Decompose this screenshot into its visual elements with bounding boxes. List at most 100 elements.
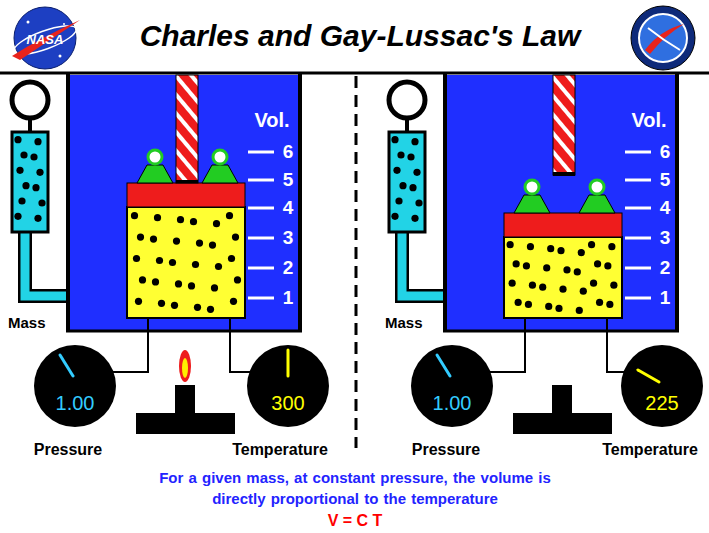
gas-cylinder-hot: [148, 150, 162, 164]
gauge-label: Temperature: [232, 441, 328, 459]
gauge-face: [411, 345, 493, 427]
gauge-face: [621, 345, 703, 427]
molecule: [36, 169, 43, 176]
gas-cylinder-hot: [127, 207, 245, 318]
logo-text: NASA: [27, 33, 64, 48]
molecule: [576, 307, 583, 314]
molecule: [578, 249, 585, 256]
volume-scale: [248, 152, 274, 298]
nasa-logo: [11, 7, 80, 69]
molecule: [507, 241, 514, 248]
water-tank: [66, 73, 70, 332]
gauge-needle: [437, 355, 450, 376]
molecule: [515, 299, 522, 306]
mass-apparatus: [28, 119, 32, 132]
molecule: [606, 301, 613, 308]
exploration-logo: [639, 14, 687, 62]
gas-cylinder-cold: [553, 75, 575, 175]
molecule: [590, 280, 597, 287]
scale-number: 4: [660, 197, 671, 219]
gauge-dial: [246, 344, 330, 428]
volume-scale: [248, 237, 274, 240]
gas-cylinder-cold: [525, 180, 539, 194]
gas-cylinder-cold: [590, 180, 604, 194]
gauge-needle: [287, 350, 290, 376]
molecule: [32, 184, 39, 191]
gas-cylinder-hot: [202, 165, 238, 183]
volume-scale: [248, 267, 274, 270]
molecule: [131, 212, 138, 219]
flame: [179, 350, 191, 382]
molecule: [391, 136, 398, 143]
gauge-wires: [112, 318, 148, 372]
molecule: [563, 266, 570, 273]
pressure-gauge: 1.00Pressure: [33, 344, 117, 428]
molecule: [171, 302, 178, 309]
caption: For a given mass, at constant pressure, …: [135, 467, 575, 509]
molecule: [22, 182, 29, 189]
scale-number: 5: [660, 169, 671, 191]
gauge-label: Pressure: [412, 441, 481, 459]
molecule: [207, 306, 214, 313]
molecule: [604, 262, 611, 269]
gas-cylinder-cold: [553, 172, 575, 176]
volume-scale: [248, 207, 274, 210]
scale-number: 5: [283, 169, 294, 191]
molecule: [152, 278, 159, 285]
molecule: [411, 138, 418, 145]
volume-scale: [248, 179, 274, 182]
molecule: [38, 199, 45, 206]
gas-cylinder-cold: [504, 213, 622, 237]
molecule: [196, 240, 203, 247]
gas-cylinder-cold: [514, 195, 550, 213]
gas-cylinder-hot: [137, 165, 173, 183]
exploration-logo: [631, 6, 695, 70]
molecule: [190, 218, 197, 225]
molecule: [211, 284, 218, 291]
molecule: [232, 234, 239, 241]
molecule: [610, 282, 617, 289]
molecule: [139, 276, 146, 283]
scale-number: 2: [660, 257, 671, 279]
volume-scale: [248, 151, 274, 154]
mass-apparatus: [12, 82, 48, 118]
molecule: [399, 182, 406, 189]
molecule: [411, 215, 418, 222]
molecule: [509, 280, 516, 287]
molecule: [588, 241, 595, 248]
divider: [355, 76, 358, 448]
nasa-logo: [11, 20, 79, 59]
molecule: [14, 213, 21, 220]
scale-title: Vol.: [631, 109, 666, 132]
molecule: [150, 236, 157, 243]
gauge-dial: [620, 344, 704, 428]
pressure-gauge: 1.00Pressure: [410, 344, 494, 428]
molecule: [523, 262, 530, 269]
gauge-needle: [60, 355, 73, 376]
water-tank: [66, 73, 302, 332]
gauge-wires: [230, 318, 250, 372]
molecule: [230, 298, 237, 305]
mass-label: Mass: [8, 314, 46, 331]
gauge-face: [34, 345, 116, 427]
nasa-logo: [12, 20, 80, 60]
burner: [136, 385, 235, 434]
title: Charles and Gay-Lussac's Law: [140, 19, 581, 54]
gauge-needle: [638, 370, 659, 382]
gauge-reading: 225: [645, 392, 678, 415]
molecule: [545, 303, 552, 310]
molecule: [527, 243, 534, 250]
molecule: [557, 247, 564, 254]
molecule: [175, 280, 182, 287]
molecule: [413, 169, 420, 176]
gauge-reading: 1.00: [433, 392, 472, 415]
molecule: [409, 184, 416, 191]
molecule: [194, 304, 201, 311]
molecule: [133, 255, 140, 262]
gauge-label: Temperature: [602, 441, 698, 459]
nasa-logo: [59, 55, 62, 58]
molecule: [596, 299, 603, 306]
scale-number: 6: [660, 141, 671, 163]
molecule: [226, 212, 233, 219]
molecule: [34, 138, 41, 145]
